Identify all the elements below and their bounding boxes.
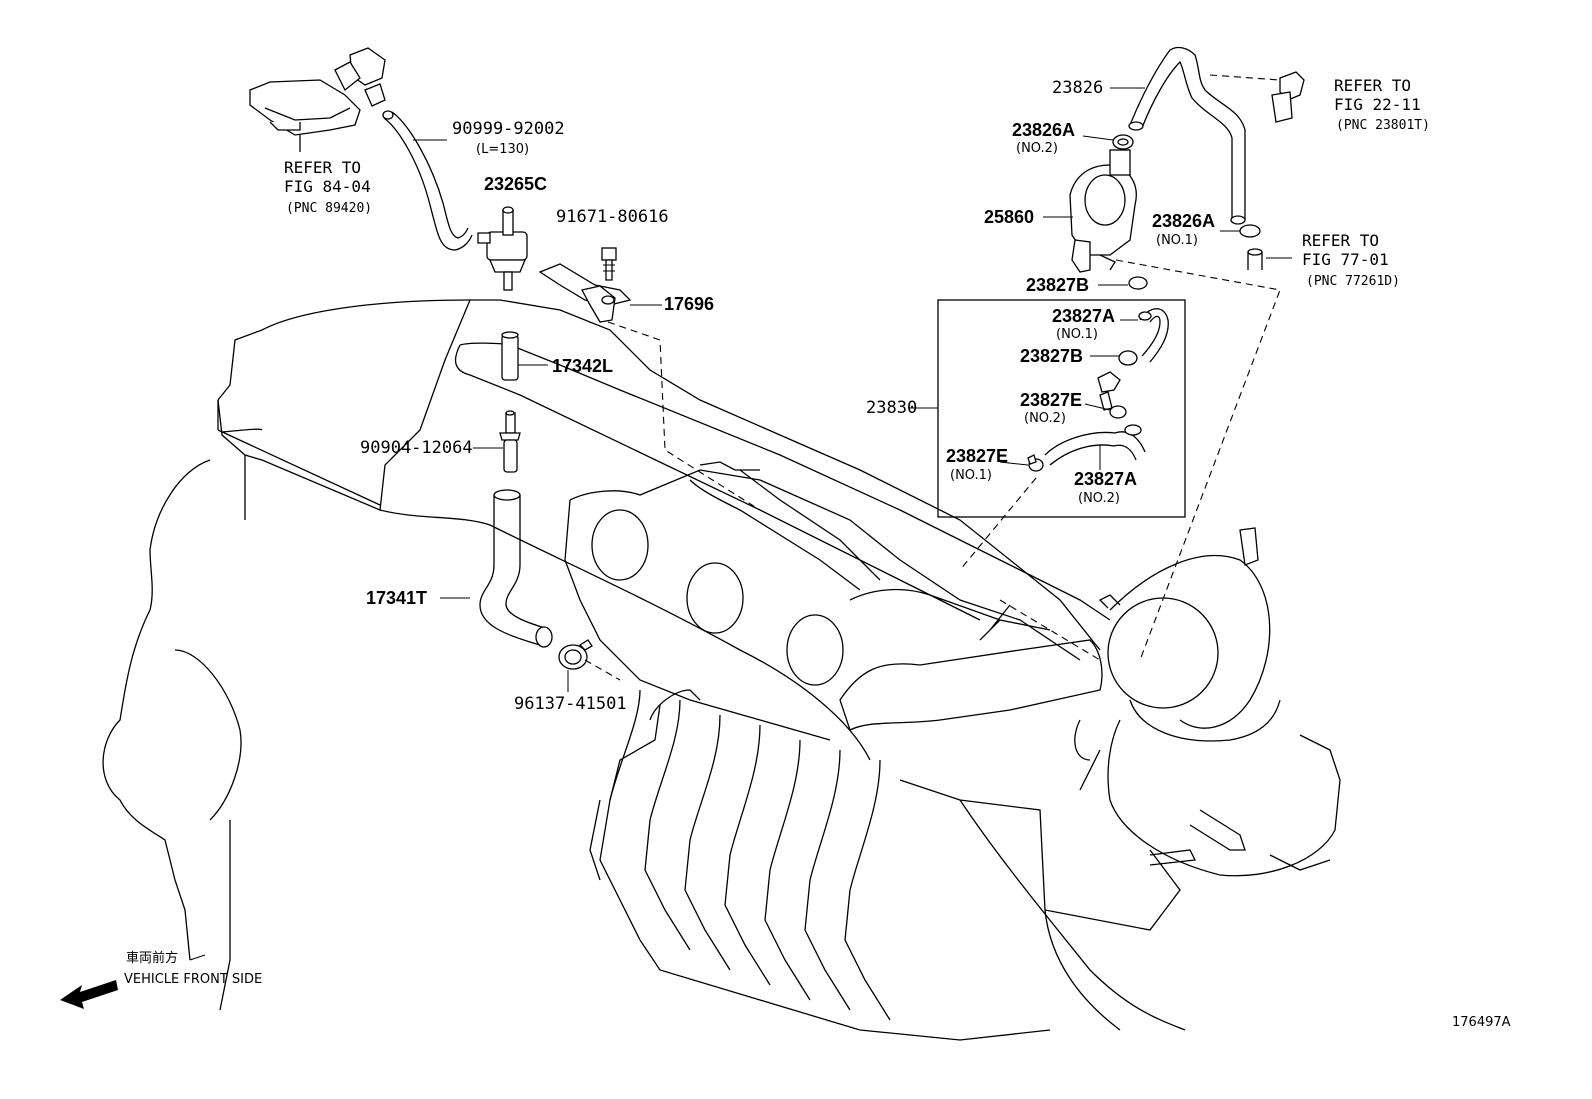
label-23265C: 23265C <box>484 174 547 194</box>
clamp-96137 <box>558 639 593 692</box>
vsv-23265C <box>477 206 528 291</box>
label-17342L: 17342L <box>552 356 613 376</box>
label-23827E-no1: 23827E <box>946 446 1008 466</box>
clamp-23826A-no1 <box>1220 224 1261 238</box>
valve-25860 <box>1043 149 1137 273</box>
note-23827E-no1: (NO.1) <box>950 468 992 483</box>
front-label-jp: 車両前方 <box>126 950 178 966</box>
dashed-leaders <box>584 74 1281 681</box>
tube-17342L <box>501 331 548 381</box>
clamp-23826A-no2 <box>1082 134 1134 150</box>
label-23827B-top: 23827B <box>1026 275 1089 295</box>
label-23827E-no2: 23827E <box>1020 390 1082 410</box>
label-91671: 91671-80616 <box>556 207 669 227</box>
clamp-23827B-top <box>1098 276 1148 290</box>
ref77-line3: (PNC 77261D) <box>1306 274 1400 289</box>
label-96137: 96137-41501 <box>514 694 627 714</box>
label-23826A-no2: 23826A <box>1012 120 1075 140</box>
hose-23826 <box>1110 46 1246 225</box>
note-23827A-no1: (NO.1) <box>1056 327 1098 342</box>
label-23827B: 23827B <box>1020 346 1083 366</box>
front-label-en: VEHICLE FRONT SIDE <box>124 972 262 987</box>
label-90999: 90999-92002 <box>452 119 565 139</box>
label-23827A-no1: 23827A <box>1052 306 1115 326</box>
hose-77-01 <box>1247 248 1292 270</box>
note-90999: (L=130) <box>476 142 529 157</box>
engine-outline <box>102 299 1341 1041</box>
kit-23830-box <box>908 299 1186 518</box>
front-arrow-icon <box>60 954 206 1009</box>
label-23826: 23826 <box>1052 78 1103 98</box>
ref22-line2: FIG 22-11 <box>1334 95 1421 114</box>
ref84-line1: REFER TO <box>284 158 361 177</box>
labels: 90999-92002 (L=130) REFER TO FIG 84-04 (… <box>124 76 1511 1030</box>
union-90904 <box>473 410 521 473</box>
ref84-line2: FIG 84-04 <box>284 177 371 196</box>
ref22-line1: REFER TO <box>1334 76 1411 95</box>
label-25860: 25860 <box>984 207 1034 227</box>
note-23827E-no2: (NO.2) <box>1024 411 1066 426</box>
ref77-line1: REFER TO <box>1302 231 1379 250</box>
note-23826A-no2: (NO.2) <box>1016 141 1058 156</box>
ref22-line3: (PNC 23801T) <box>1336 118 1430 133</box>
note-23827A-no2: (NO.2) <box>1078 491 1120 506</box>
bracket-assembly <box>249 47 386 152</box>
label-90904: 90904-12064 <box>360 438 473 458</box>
sensor-22-11 <box>1271 71 1305 123</box>
label-23827A-no2: 23827A <box>1074 469 1137 489</box>
hose-90999 <box>382 110 473 251</box>
label-17696: 17696 <box>664 294 714 314</box>
label-23826A-no1: 23826A <box>1152 211 1215 231</box>
label-17341T: 17341T <box>366 588 427 608</box>
bracket-17696 <box>538 263 662 323</box>
hose-17341T <box>440 489 553 648</box>
label-23830: 23830 <box>866 398 917 418</box>
ref77-line2: FIG 77-01 <box>1302 250 1389 269</box>
note-23826A-no1: (NO.1) <box>1156 233 1198 248</box>
ref84-line3: (PNC 89420) <box>286 201 372 216</box>
bolt-91671 <box>601 247 617 281</box>
diagram-id: 176497A <box>1452 1015 1511 1030</box>
